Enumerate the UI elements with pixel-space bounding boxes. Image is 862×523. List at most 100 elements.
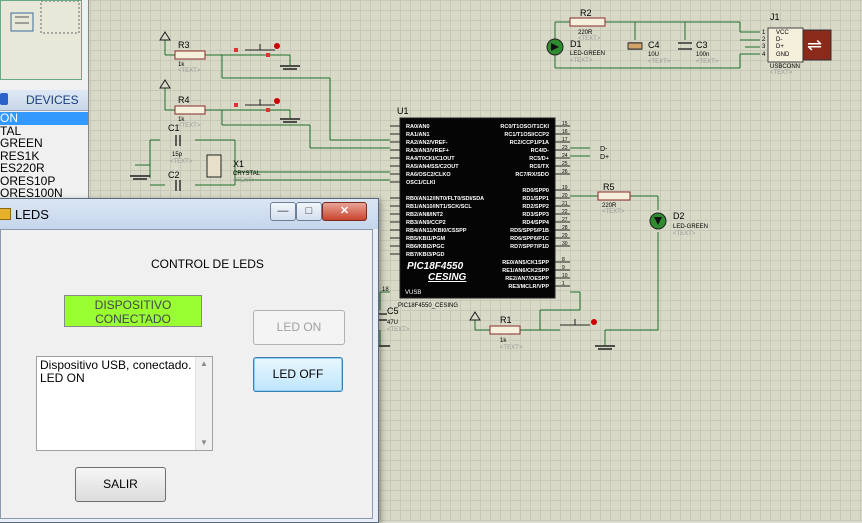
device-item[interactable]: ORES10P [0,174,56,187]
chip-right-pin-label: RD4/SPP4 [522,220,550,226]
x1-text: <TEXT> [233,178,256,184]
chip-left-pin-label: RA3/AN3/VREF+ [406,148,449,154]
devices-pick-icon[interactable] [0,93,8,105]
chip-left-pin-label: RA1/AN1 [406,132,430,138]
chip-caption: PIC18F4550_CESING [398,303,458,309]
x1-ref: X1 [233,159,244,169]
chip-pin-number: 1 [562,281,565,287]
heading-label: CONTROL DE LEDS [151,257,264,271]
schematic-canvas[interactable]: ⇌ RA0/AN0RA1/AN1RA2/AN2/VREF-RA3/AN3/VRE… [88,0,862,521]
chip-right-pin-label: RC5/D+ [529,156,549,162]
ground-symbols [130,65,615,350]
chip-body[interactable] [399,117,556,299]
chip-right-pin-label: RD3/SPP3 [522,212,549,218]
chip-right-pin-label: RE1/AN6/CK2SPP [502,268,549,274]
chip-pin-number: 9 [562,265,565,271]
chip-left-pin-label: RB0/AN12/INT0/FLT0/SDI/SDA [406,196,484,202]
usb-connector-body[interactable] [767,27,804,63]
c4-ref: C4 [648,40,660,50]
j1-pin-gnd: GND [776,52,790,58]
c1-text: <TEXT> [170,159,193,165]
c2-ref: C2 [168,170,180,180]
chip-right-pin-label: RE3/MCLR/VPP [508,284,549,290]
status-line-2: CONECTADO [95,312,171,326]
device-item[interactable]: ES220R [0,162,45,175]
device-item[interactable]: GREEN [0,137,43,150]
exit-button[interactable]: SALIR [75,467,166,502]
log-line: LED ON [40,371,85,385]
chip-sub: CESING [428,272,467,283]
devices-list[interactable]: ON TAL GREEN RES1K ES220R ORES10P ORES10… [0,112,88,200]
chip-right-pin-label: RD1/SPP1 [522,196,549,202]
led-off-button[interactable]: LED OFF [253,357,343,392]
overview-preview[interactable] [0,0,82,80]
d2-value: LED-GREEN [673,224,708,230]
r2-text: <TEXT> [578,36,601,42]
led-on-button[interactable]: LED ON [253,310,345,345]
crystal-body[interactable] [206,154,222,178]
r3-ref: R3 [178,40,190,50]
d2-text: <TEXT> [673,231,696,237]
electrolytic-cap-fill [627,42,643,50]
c3-ref: C3 [696,40,708,50]
r5-ref: R5 [603,182,615,192]
chip-left-pin-label: RA4/T0CKI/C1OUT [406,156,455,162]
chip-left-pin-label: RB6/KBI2/PGC [406,244,445,250]
chip-pin-number: 16 [562,129,568,135]
vusb-label: VUSB [405,290,421,296]
device-item[interactable]: RES1K [0,149,40,162]
chip-pin-number: 23 [562,145,568,151]
log-textbox[interactable]: Dispositivo USB, conectado. LED ON ▲ ▼ [36,356,213,451]
chip-pin-number: 29 [562,233,568,239]
device-item[interactable]: TAL [0,124,22,137]
scroll-up-icon[interactable]: ▲ [200,359,208,368]
scroll-down-icon[interactable]: ▼ [200,438,208,447]
push-buttons[interactable] [245,44,590,326]
r1-value: 1k [500,338,507,344]
r1-text: <TEXT> [500,345,523,351]
r3-value: 1k [178,62,185,68]
close-button[interactable]: ✕ [322,202,367,221]
chip-right-pin-label: RD5/SPP5/P1B [510,228,549,234]
j1-pin-dminus: D- [776,37,782,43]
chip-pin-number: 24 [562,153,568,159]
device-item[interactable]: ORES100N [0,187,63,200]
resistor-bodies[interactable] [174,17,631,335]
usb-plug-body [802,29,832,61]
chip-ref: U1 [397,106,409,116]
vusb-pin-num: 18 [382,287,389,293]
j1-value: USBCONN [770,64,800,70]
status-line-1: DISPOSITIVO [94,298,172,312]
log-scrollbar[interactable]: ▲ ▼ [195,357,212,450]
chip-pin-number: 27 [562,217,568,223]
dialog-titlebar[interactable]: LEDS — □ ✕ [0,199,378,229]
j1-ref: J1 [770,12,780,22]
minimize-button[interactable]: — [270,202,296,221]
chip-left-pin-label: RB1/AN10/INT1/SCK/SCL [406,204,472,210]
chip-right-pin-label: RD2/SPP2 [522,204,549,210]
log-line: Dispositivo USB, conectado. [40,358,192,372]
chip-right-pin-label: RE2/AN7/OESPP [505,276,549,282]
app-icon [0,208,11,220]
r1-ref: R1 [500,315,512,325]
chip-left-pin-label: RB5/KBI1/PGM [406,236,446,242]
chip-left-pin-labels: RA0/AN0RA1/AN1RA2/AN2/VREF-RA3/AN3/VREF+… [406,124,484,258]
chip-pin-number: 15 [562,121,568,127]
dialog-body: CONTROL DE LEDS DISPOSITIVO CONECTADO LE… [0,229,373,519]
leds-dialog: LEDS — □ ✕ CONTROL DE LEDS DISPOSITIVO C… [0,198,379,523]
chip-pin-number: 8 [562,257,565,263]
chip-right-pin-label: RC7/RX/SDO [515,172,549,178]
c5-value: 47U [387,320,398,326]
chip-pin-number: 19 [562,185,568,191]
chip-pin-number: 25 [562,161,568,167]
c1-ref: C1 [168,123,180,133]
net-dminus-label: D- [600,146,608,153]
capacitors[interactable] [175,42,692,321]
j1-pin-num-3: 3 [762,44,766,50]
led-symbols[interactable] [546,38,667,230]
device-item[interactable]: ON [0,112,88,125]
maximize-button[interactable]: □ [296,202,322,221]
chip-pin-number: 10 [562,273,568,279]
chip-right-pin-label: RC6/TX [529,164,549,170]
chip-pin-lines [390,125,570,287]
